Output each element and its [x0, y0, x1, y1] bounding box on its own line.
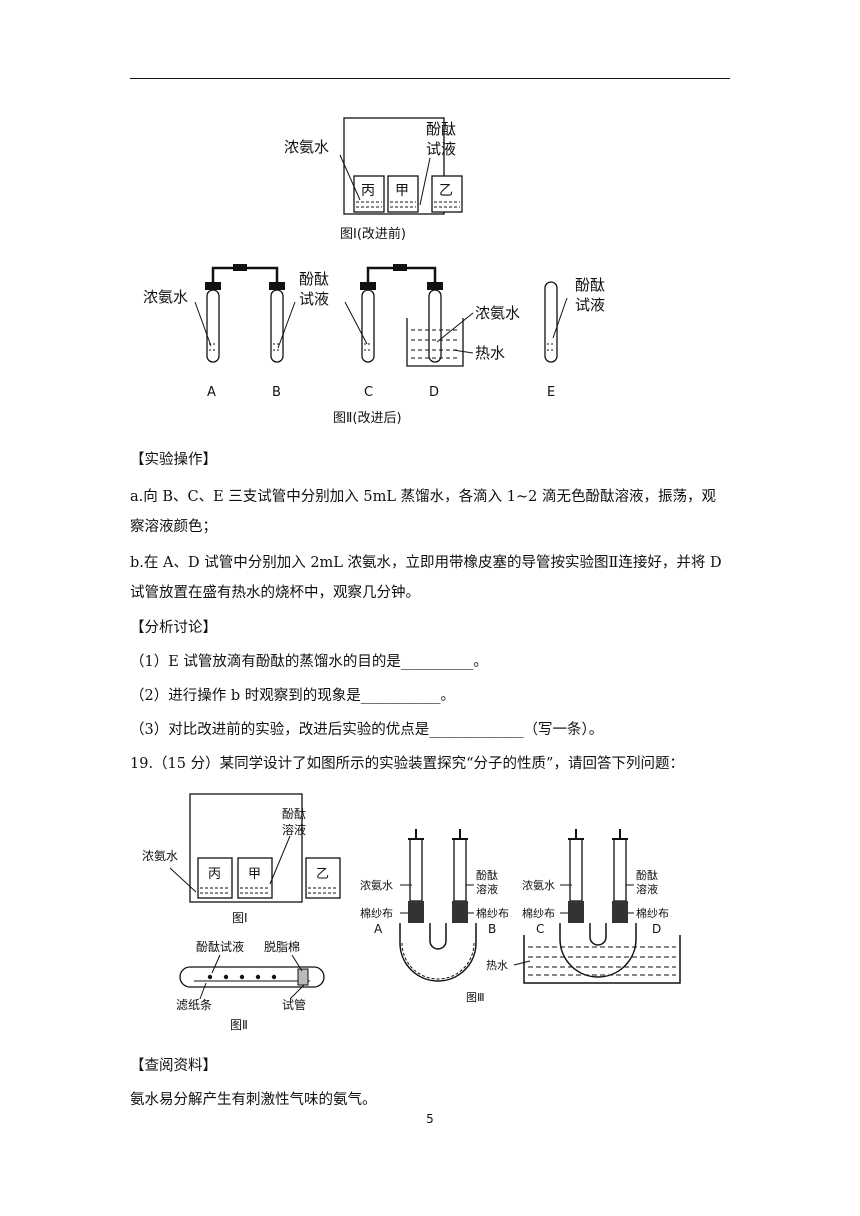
heading-operation: 【实验操作】	[130, 452, 217, 468]
fig2-tube-d: D	[429, 385, 439, 400]
heading-analysis: 【分析讨论】	[130, 620, 217, 636]
fig4-caption: 图Ⅱ	[230, 1018, 248, 1032]
fig4-tube-label: 试管	[282, 997, 306, 1012]
header-rule	[130, 78, 730, 79]
fig5-phenol-left-label-1: 酚酞	[476, 868, 498, 882]
fig5-phenol-right-label-1: 酚酞	[636, 868, 658, 882]
fig2-ammonia-left-label: 浓氨水	[143, 288, 188, 306]
fig1-beaker-yi: 乙	[439, 183, 453, 199]
question-1: （1）E 试管放滴有酚酞的蒸馏水的目的是__________。	[130, 654, 488, 670]
fig2-caption: 图Ⅱ(改进后)	[333, 411, 402, 426]
fig5-hot-water-label: 热水	[486, 959, 508, 972]
fig2-tube-c: C	[364, 385, 373, 400]
fig3-beaker-yi: 乙	[316, 867, 329, 882]
fig1-beaker-bing: 丙	[361, 183, 375, 199]
question-3: （3）对比改进前的实验，改进后实验的优点是_____________（写一条）。	[130, 722, 604, 738]
figure-19-2: 酚酞试液 脱脂棉 滤纸条 试管 图Ⅱ	[176, 939, 325, 1032]
fig2-phenol-e-label-1: 酚酞	[575, 276, 605, 294]
fig5-phenol-left-label-2: 溶液	[476, 882, 498, 896]
fig4-cotton-label: 脱脂棉	[264, 939, 300, 954]
fig2-hot-water-label: 热水	[475, 344, 505, 362]
question-19: 19.（15 分）某同学设计了如图所示的实验装置探究“分子的性质”，请回答下列问…	[130, 756, 684, 772]
figure-2-after: 浓氨水 酚酞 试液 浓氨水 热水 酚酞 试液 A B C D E 图Ⅱ(改进后)	[143, 264, 605, 426]
fig1-phenol-label-1: 酚酞	[426, 120, 456, 138]
fig5-ammonia-left-label: 浓氨水	[360, 879, 393, 892]
figure-19-1: 浓氨水 酚酞 溶液 丙 甲 乙 图Ⅰ	[142, 793, 341, 925]
fig5-mark-a: A	[374, 922, 383, 936]
fig5-ammonia-right-label: 浓氨水	[522, 879, 555, 892]
step-a: a.向 B、C、E 三支试管中分别加入 5mL 蒸馏水，各滴入 1~2 滴无色酚…	[130, 489, 716, 535]
fig3-phenol-label-1: 酚酞	[282, 806, 306, 821]
fig2-phenol-label-2: 试液	[299, 290, 329, 308]
fig5-gauze-b-label: 棉纱布	[476, 906, 509, 920]
figure-1-before: 浓氨水 酚酞 试液 丙 甲 乙 图Ⅰ(改进前)	[284, 117, 463, 242]
fig3-beaker-jia: 甲	[248, 867, 261, 882]
fig1-ammonia-label: 浓氨水	[284, 138, 329, 156]
fig3-ammonia-label: 浓氨水	[142, 849, 178, 863]
step-b: b.在 A、D 试管中分别加入 2mL 浓氨水，立即用带橡皮塞的导管按实验图Ⅱ连…	[130, 555, 722, 601]
fig3-caption: 图Ⅰ	[232, 911, 248, 925]
fig5-gauze-a-label: 棉纱布	[360, 906, 393, 920]
fig2-tube-a: A	[207, 385, 216, 400]
fig2-ammonia-right-label: 浓氨水	[475, 304, 520, 322]
fig5-phenol-right-label-2: 溶液	[636, 882, 658, 896]
fig5-gauze-d-label: 棉纱布	[636, 906, 669, 920]
fig2-phenol-e-label-2: 试液	[575, 296, 605, 314]
fig1-caption: 图Ⅰ(改进前)	[340, 226, 406, 242]
fig5-mark-c: C	[536, 922, 544, 936]
fig2-tube-e: E	[547, 385, 555, 400]
fig5-mark-b: B	[488, 922, 496, 936]
figure-19-3: 浓氨水 酚酞 溶液 棉纱布 棉纱布 A B 浓氨水 酚酞 溶液 棉纱布 棉纱布 …	[360, 829, 681, 1004]
fig2-tube-b: B	[272, 385, 281, 400]
reference-text: 氨水易分解产生有刺激性气味的氨气。	[130, 1092, 377, 1108]
fig2-phenol-label-1: 酚酞	[299, 270, 329, 288]
fig5-caption: 图Ⅲ	[466, 991, 485, 1004]
fig1-phenol-label-2: 试液	[426, 140, 456, 158]
page-number: 5	[426, 1112, 434, 1126]
heading-reference: 【查阅资料】	[130, 1058, 217, 1074]
fig4-filter-label: 滤纸条	[176, 998, 212, 1012]
fig3-beaker-bing: 丙	[208, 867, 221, 882]
fig5-gauze-c-label: 棉纱布	[522, 906, 555, 920]
question-2: （2）进行操作 b 时观察到的现象是___________。	[130, 688, 455, 704]
fig5-mark-d: D	[652, 922, 661, 936]
fig1-beaker-jia: 甲	[395, 183, 409, 199]
fig3-phenol-label-2: 溶液	[282, 822, 306, 837]
fig4-phenol-label: 酚酞试液	[196, 939, 244, 954]
